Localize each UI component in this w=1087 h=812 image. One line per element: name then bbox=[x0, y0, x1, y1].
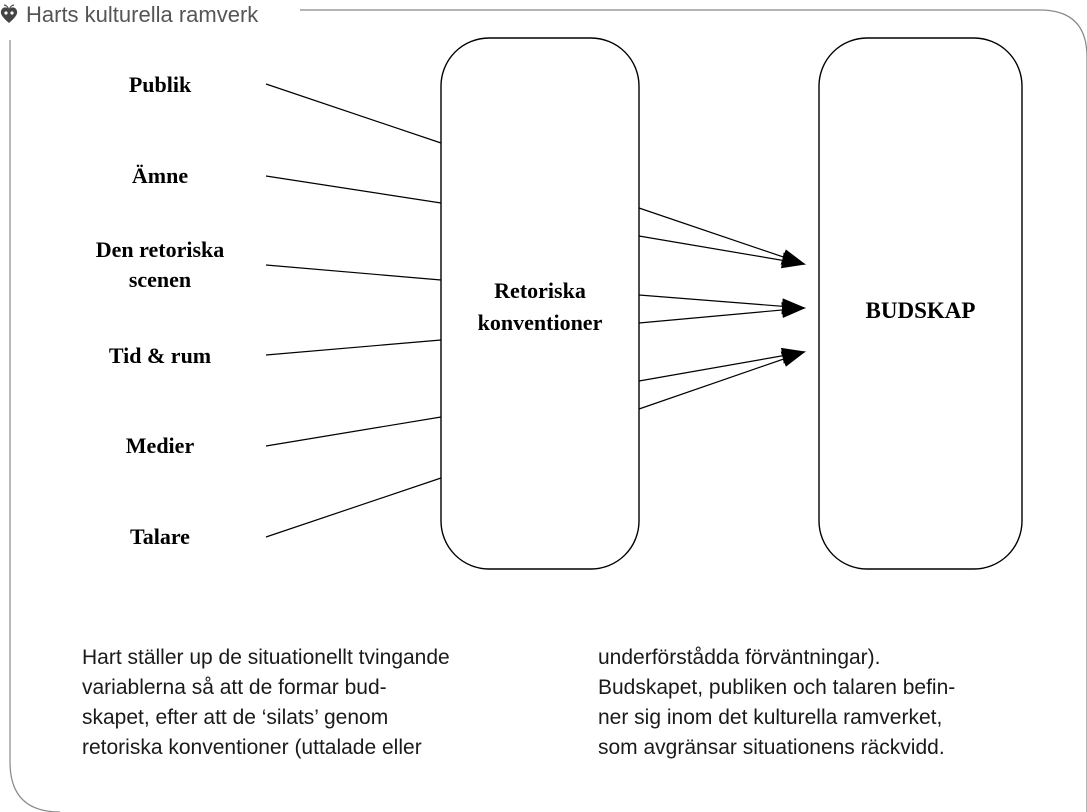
input-line-amne bbox=[265, 175, 442, 204]
input-label-talare: Talare bbox=[130, 524, 190, 549]
header-title: Harts kulturella ramverk bbox=[26, 2, 259, 27]
output-arrow-1b bbox=[638, 235, 806, 269]
output-arrows bbox=[638, 207, 806, 410]
input-line-scen bbox=[265, 264, 442, 281]
heart-ornament-icon bbox=[0, 4, 18, 23]
conventions-label: Retoriska konventioner bbox=[477, 278, 603, 335]
header: Harts kulturella ramverk bbox=[0, 0, 265, 30]
caption-right: underförstådda förväntningar). Budskapet… bbox=[598, 646, 956, 759]
input-line-publik bbox=[265, 83, 442, 144]
output-arrow-1a bbox=[638, 207, 806, 265]
output-arrow-2b bbox=[638, 302, 806, 324]
input-label-tid: Tid & rum bbox=[108, 343, 212, 368]
input-lines bbox=[265, 83, 442, 538]
input-label-scen: Den retoriska scenen bbox=[95, 237, 225, 292]
input-line-tid bbox=[265, 339, 442, 356]
conventions-box bbox=[440, 37, 640, 570]
input-label-amne: Ämne bbox=[131, 163, 189, 188]
caption-left: Hart ställer up de situationellt tvingan… bbox=[82, 646, 450, 759]
input-line-talare bbox=[265, 477, 442, 538]
message-label: BUDSKAP bbox=[865, 298, 976, 323]
output-arrow-3b bbox=[638, 351, 806, 410]
input-line-medier bbox=[265, 416, 442, 447]
output-arrow-3a bbox=[638, 347, 806, 382]
message-box bbox=[818, 37, 1023, 570]
output-arrow-2a bbox=[638, 294, 806, 315]
input-label-publik: Publik bbox=[128, 72, 192, 97]
input-label-medier: Medier bbox=[125, 433, 195, 458]
